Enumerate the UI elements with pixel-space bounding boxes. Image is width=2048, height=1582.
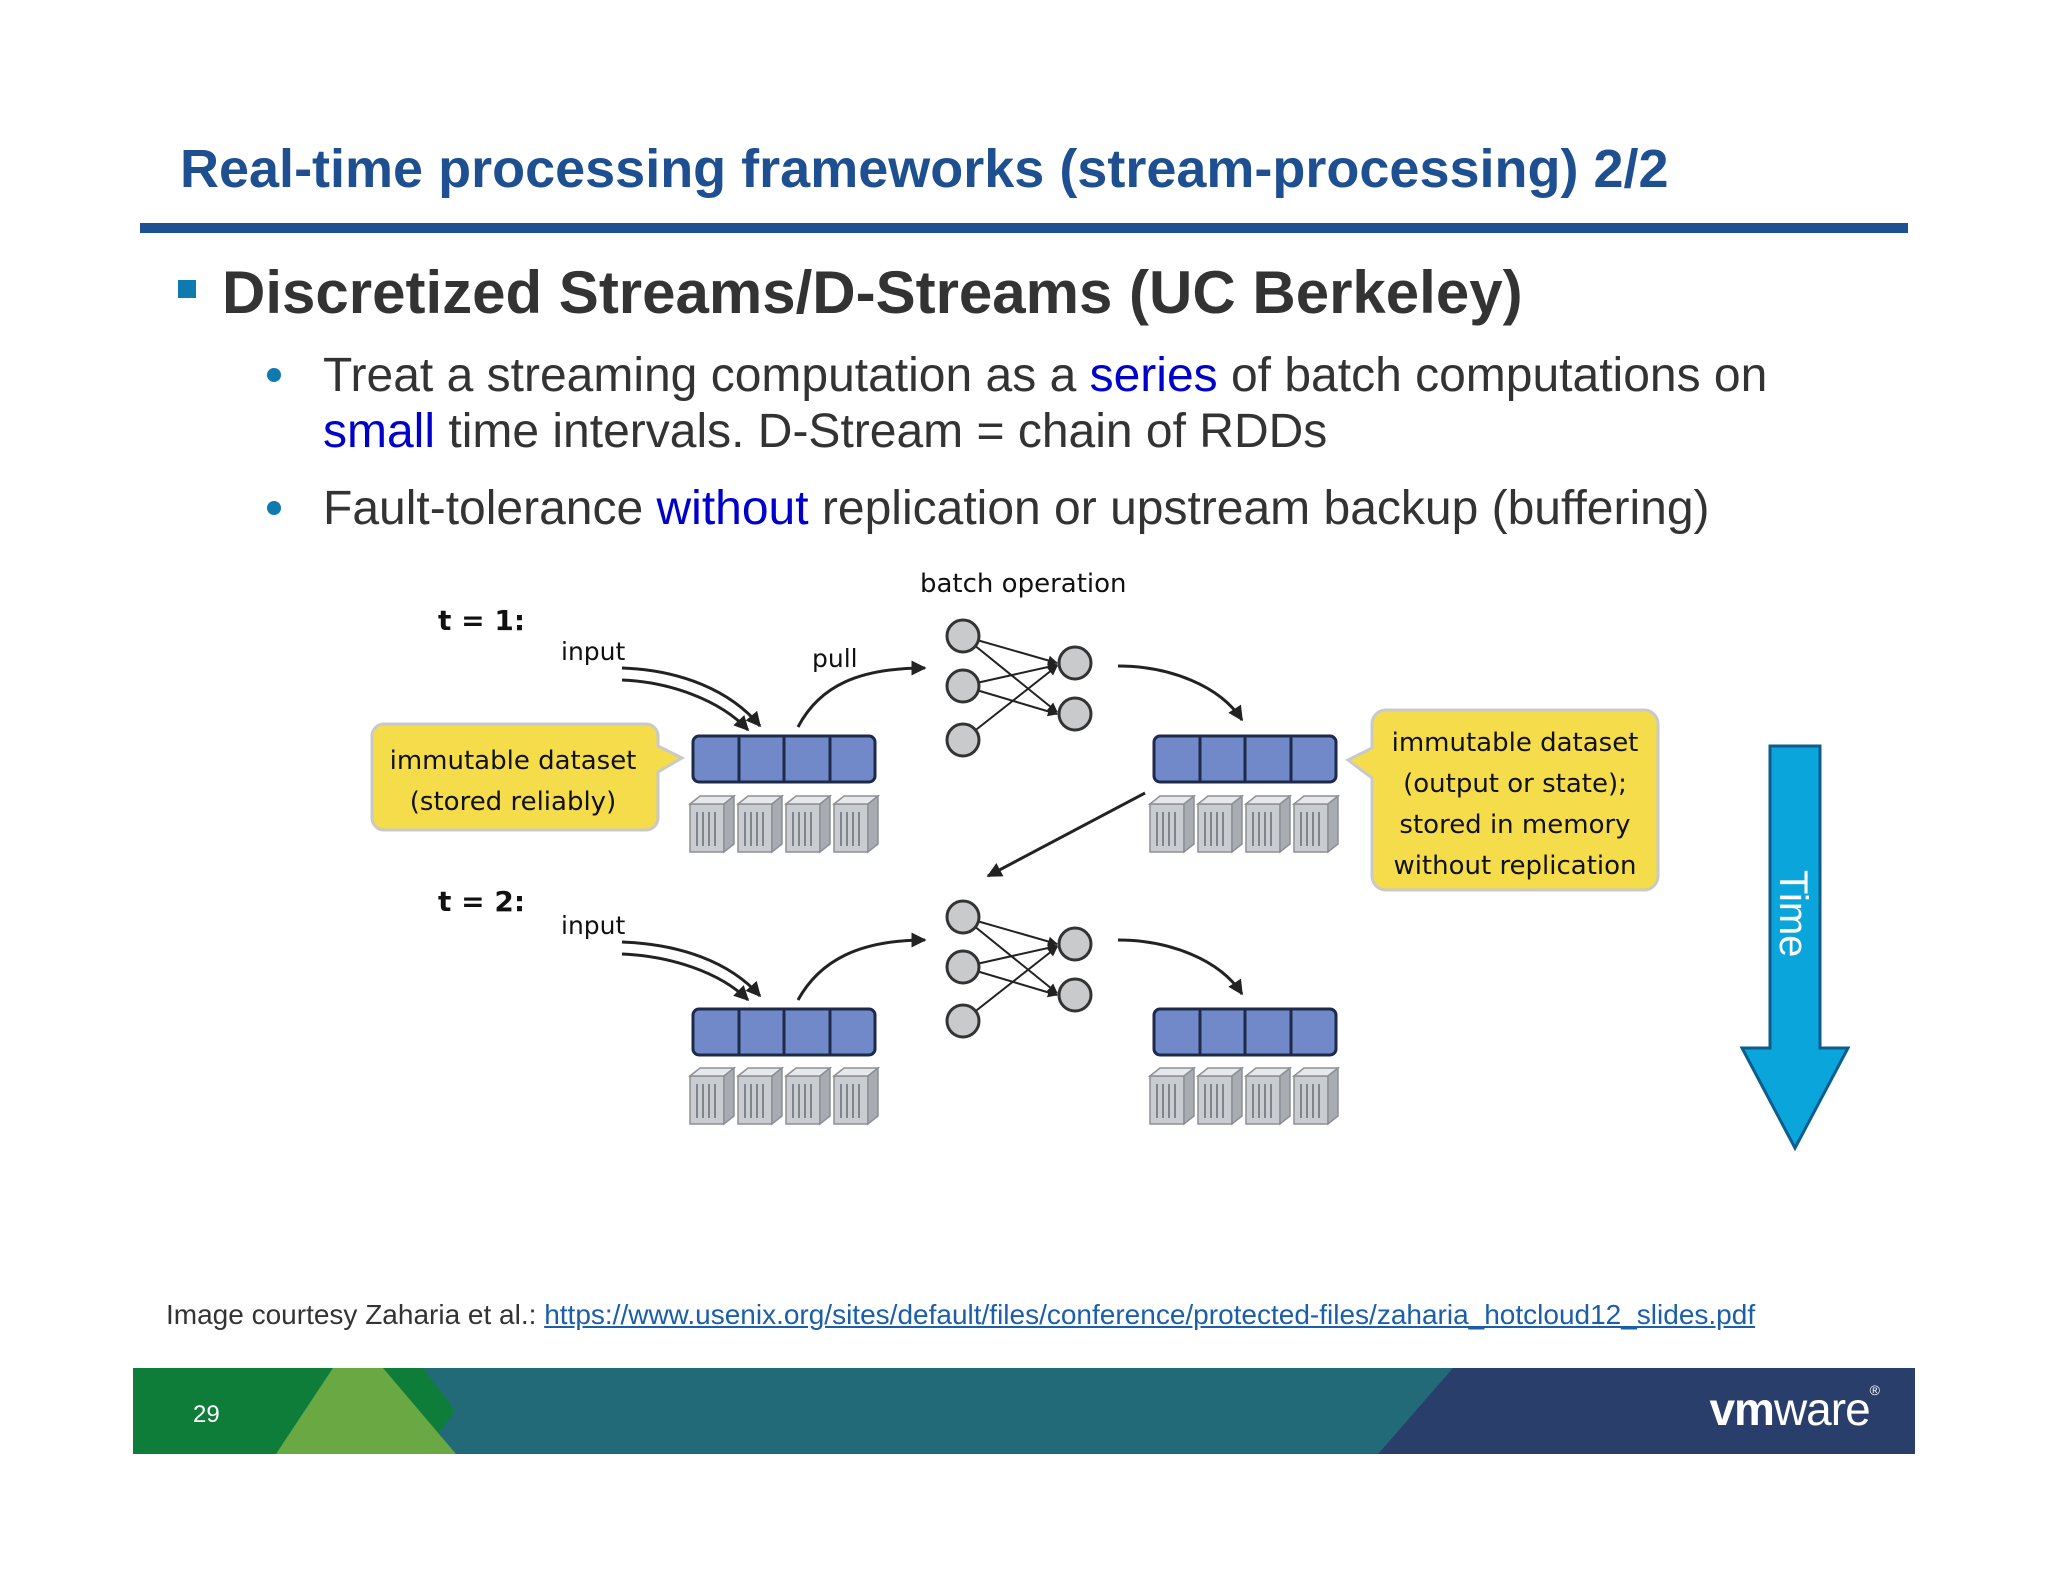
input-arrow-2a xyxy=(621,940,762,998)
source-link[interactable]: https://www.usenix.org/sites/default/fil… xyxy=(544,1299,1756,1330)
callout-left: immutable dataset (stored reliably) xyxy=(370,722,686,832)
sub-bullet-1: Treat a streaming computation as a serie… xyxy=(265,348,1767,460)
input-arrow-2b xyxy=(621,952,750,1002)
pull-arrow-1 xyxy=(796,660,927,728)
input-servers-1 xyxy=(690,796,878,852)
footer-band xyxy=(133,1368,1915,1454)
round-bullet-icon xyxy=(267,501,281,515)
main-bullet: Discretized Streams/D-Streams (UC Berkel… xyxy=(178,258,1523,327)
highlight-without: without xyxy=(656,482,809,535)
footer-bar: 29 vmware® xyxy=(133,1368,1915,1454)
page-number: 29 xyxy=(193,1401,220,1428)
batch-nodes-2 xyxy=(947,901,1091,1037)
state-arrow xyxy=(986,791,1146,878)
image-courtesy: Image courtesy Zaharia et al.: https://w… xyxy=(166,1299,1755,1331)
callout-right-line-3: stored in memory xyxy=(1399,810,1630,840)
callout-right-line-4: without replication xyxy=(1393,851,1636,881)
input-dataset-1 xyxy=(691,734,877,784)
title-divider xyxy=(140,223,1908,233)
input-label-2: input xyxy=(561,911,626,940)
output-arrow-1 xyxy=(1117,664,1244,722)
courtesy-text: Image courtesy Zaharia et al.: xyxy=(166,1299,545,1330)
t1-label: t = 1: xyxy=(438,604,525,637)
output-servers-2 xyxy=(1150,1068,1338,1124)
output-arrow-2 xyxy=(1117,938,1244,996)
callout-right-line-2: (output or state); xyxy=(1403,769,1627,799)
time-arrow: Time xyxy=(1739,744,1851,1152)
input-arrow-1b xyxy=(621,678,750,732)
batch-operation-label: batch operation xyxy=(920,569,1127,599)
input-arrow-1a xyxy=(621,666,762,728)
callout-left-line-2: (stored reliably) xyxy=(410,787,616,817)
callout-right: immutable dataset (output or state); sto… xyxy=(1345,708,1660,892)
square-bullet-icon xyxy=(178,280,196,298)
highlight-small: small xyxy=(323,405,436,458)
output-dataset-1 xyxy=(1152,734,1338,784)
vmware-logo: vmware® xyxy=(1709,1382,1880,1435)
output-dataset-2 xyxy=(1152,1007,1338,1057)
input-dataset-2 xyxy=(691,1007,877,1057)
sub-bullet-2: Fault-tolerance without replication or u… xyxy=(265,481,1710,537)
input-label-1: input xyxy=(561,637,626,666)
highlight-series: series xyxy=(1089,349,1218,402)
pull-arrow-2 xyxy=(796,932,927,1001)
t2-label: t = 2: xyxy=(438,885,525,918)
callout-left-line-1: immutable dataset xyxy=(390,746,637,776)
batch-nodes-1 xyxy=(947,620,1091,756)
round-bullet-icon xyxy=(267,368,281,382)
callout-right-line-1: immutable dataset xyxy=(1392,728,1639,758)
slide-title: Real-time processing frameworks (stream-… xyxy=(180,139,1669,199)
pull-label: pull xyxy=(812,644,858,673)
input-servers-2 xyxy=(690,1068,878,1124)
output-servers-1 xyxy=(1150,796,1338,852)
time-label: Time xyxy=(1771,870,1815,957)
main-bullet-text: Discretized Streams/D-Streams (UC Berkel… xyxy=(222,259,1523,326)
